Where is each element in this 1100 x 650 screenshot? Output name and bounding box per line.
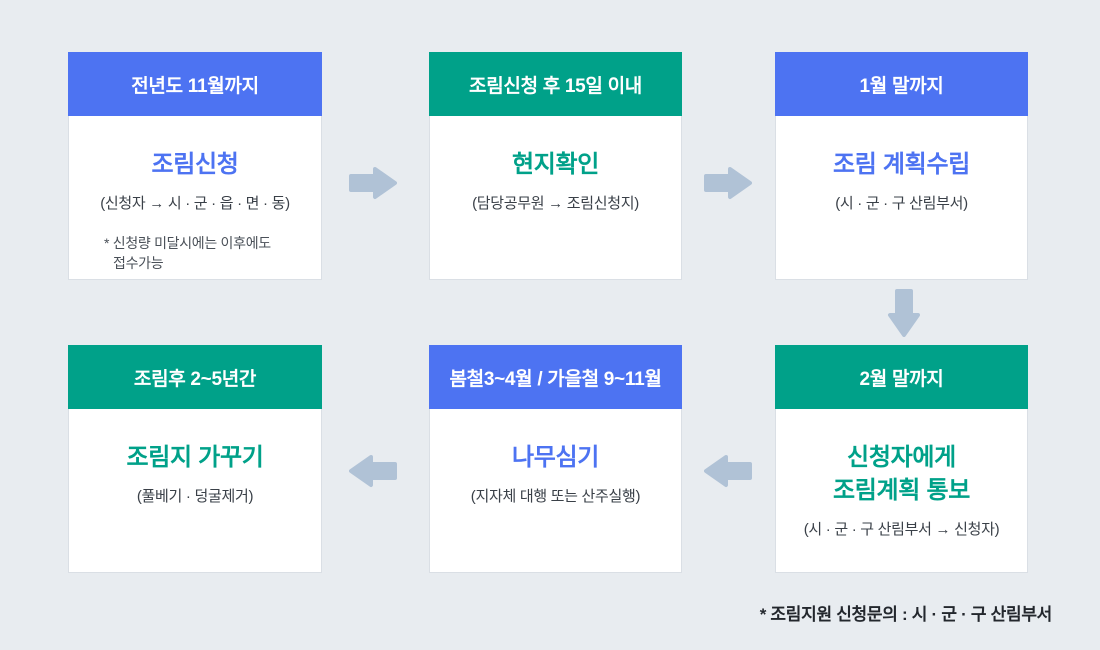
step-title: 조림지 가꾸기 (126, 444, 264, 471)
step-title: 조림 계획수립 (832, 151, 971, 178)
step-deadline-badge: 2월 말까지 (775, 345, 1028, 409)
step-card-site-check: 조림신청 후 15일 이내 현지확인 (담당공무원 → 조림신청지) (429, 52, 682, 280)
step-subtitle: (신청자 → 시 · 군 · 읍 · 면 · 동) (100, 195, 290, 212)
step-body: 조림 계획수립 (시 · 군 · 구 산림부서) (776, 116, 1027, 214)
step-subtitle: (지자체 대행 또는 산주실행) (470, 488, 641, 505)
step-note: * 신청량 미달시에는 이후에도 접수가능 (69, 233, 321, 273)
arrow-right-icon (349, 166, 397, 200)
step-body: 조림지 가꾸기 (풀베기 · 덩굴제거) (69, 409, 321, 507)
step-title: 조림신청 (151, 151, 239, 178)
footer-contact-note: * 조림지원 신청문의 : 시 · 군 · 구 산림부서 (759, 605, 1053, 624)
arrow-left-icon (704, 454, 752, 488)
step-card-application: 전년도 11월까지 조림신청 (신청자 → 시 · 군 · 읍 · 면 · 동)… (68, 52, 322, 280)
step-card-tending: 조림후 2~5년간 조림지 가꾸기 (풀베기 · 덩굴제거) (68, 345, 322, 573)
step-body: 신청자에게 조림계획 통보 (시 · 군 · 구 산림부서 → 신청자) (776, 409, 1027, 540)
step-subtitle: (시 · 군 · 구 산림부서 → 신청자) (803, 521, 1000, 538)
step-note-line2: 접수가능 (113, 255, 164, 271)
step-card-plan: 1월 말까지 조림 계획수립 (시 · 군 · 구 산림부서) (775, 52, 1028, 280)
step-deadline-badge: 조림후 2~5년간 (68, 345, 322, 409)
step-body: 현지확인 (담당공무원 → 조림신청지) (430, 116, 681, 214)
arrow-right-icon (704, 166, 752, 200)
step-title: 신청자에게 조림계획 통보 (776, 441, 1027, 507)
step-deadline-badge: 봄철3~4월 / 가을철 9~11월 (429, 345, 682, 409)
step-title-line1: 신청자에게 (847, 444, 956, 471)
step-deadline-badge: 조림신청 후 15일 이내 (429, 52, 682, 116)
step-title-line2: 조림계획 통보 (832, 477, 971, 504)
step-subtitle: (담당공무원 → 조림신청지) (472, 195, 639, 212)
step-deadline-badge: 전년도 11월까지 (68, 52, 322, 116)
step-subtitle: (시 · 군 · 구 산림부서) (835, 195, 968, 212)
step-title: 나무심기 (511, 444, 600, 471)
step-card-notification: 2월 말까지 신청자에게 조림계획 통보 (시 · 군 · 구 산림부서 → 신… (775, 345, 1028, 573)
step-card-tree-planting: 봄철3~4월 / 가을철 9~11월 나무심기 (지자체 대행 또는 산주실행) (429, 345, 682, 573)
arrow-left-icon (349, 454, 397, 488)
arrow-down-icon (886, 289, 922, 337)
step-note-line1: * 신청량 미달시에는 이후에도 (104, 235, 271, 251)
step-body: 조림신청 (신청자 → 시 · 군 · 읍 · 면 · 동) * 신청량 미달시… (69, 116, 321, 273)
step-title: 현지확인 (511, 151, 600, 178)
step-deadline-badge: 1월 말까지 (775, 52, 1028, 116)
step-subtitle: (풀베기 · 덩굴제거) (136, 488, 254, 505)
step-body: 나무심기 (지자체 대행 또는 산주실행) (430, 409, 681, 507)
